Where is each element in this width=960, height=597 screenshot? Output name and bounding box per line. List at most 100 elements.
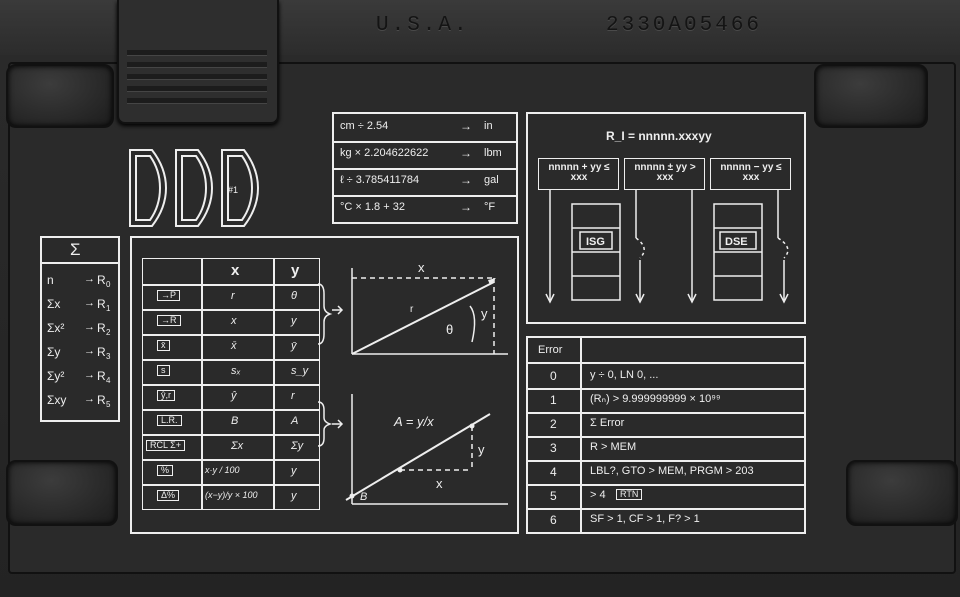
error-description: SF > 1, CF > 1, F? > 1 (590, 513, 700, 525)
error-row-divider (528, 508, 804, 510)
error-code: 3 (550, 441, 557, 455)
conv-divider (334, 168, 516, 170)
sum-row-register: R (97, 345, 106, 359)
regression-diagram: A = y/x x y B (345, 394, 508, 505)
mid-condition: nnnnn ± yy > xxx (624, 158, 705, 190)
sum-row-left: Σx (47, 297, 61, 311)
func-y-value: θ (291, 290, 297, 302)
sum-row-sub: 3 (106, 352, 111, 361)
func-y-value: y (291, 465, 297, 477)
rtn-key: RTN (616, 489, 643, 500)
sum-row-sub: 0 (106, 280, 111, 289)
func-y-value: s_y (291, 365, 309, 377)
sum-row-register: R (97, 273, 106, 287)
polar-diagram: x y r θ (351, 260, 508, 355)
regression-y-label: y (478, 442, 485, 457)
regression-arrow (332, 419, 344, 429)
regression-x-label: x (436, 476, 443, 491)
arrow-icon: → (84, 393, 95, 405)
arrow-icon: → (84, 369, 95, 381)
error-description: > 4 (590, 489, 606, 501)
dse-condition: nnnnn − yy ≤ xxx (710, 158, 791, 190)
sum-row-register: R (97, 321, 106, 335)
conversion-expr: ℓ ÷ 3.785411784 (340, 174, 420, 186)
arrow-icon: → (84, 345, 95, 357)
func-x-value: ŷ (231, 390, 237, 402)
func-row-divider (143, 484, 319, 486)
func-x-value: x̄ (231, 340, 237, 352)
card-number-label: #1 (228, 185, 238, 195)
func-row-divider (143, 334, 319, 336)
dse-key-label: DSE (725, 236, 748, 248)
isg-key-label: ISG (586, 236, 605, 248)
conversion-unit: gal (484, 174, 499, 186)
func-row-divider (143, 434, 319, 436)
isg-condition: nnnnn + yy ≤ xxx (538, 158, 619, 190)
function-key: →P (157, 290, 181, 301)
function-key: x̄ (157, 340, 170, 351)
error-description: LBL?, GTO > MEM, PRGM > 203 (590, 465, 754, 477)
sum-row-register: R (97, 393, 106, 407)
arrow-icon: → (460, 119, 472, 133)
regression-equation: A = y/x (393, 414, 434, 429)
error-row-divider (528, 412, 804, 414)
conversion-unit: in (484, 120, 493, 132)
polar-y-label: y (481, 306, 488, 321)
conversion-expr: °C × 1.8 + 32 (340, 201, 405, 213)
sum-row-left: n (47, 273, 54, 287)
arrow-icon: → (460, 146, 472, 160)
error-code: 6 (550, 513, 557, 527)
error-code: 1 (550, 393, 557, 407)
sum-row-sub: 4 (106, 376, 111, 385)
regression-b-label: B (360, 491, 367, 503)
polar-r-label: r (410, 304, 414, 315)
function-key: ŷ,r (157, 390, 175, 401)
country-mark: U.S.A. (376, 14, 470, 37)
func-y-value: ȳ (291, 340, 297, 352)
polar-theta-label: θ (446, 322, 453, 337)
rubber-foot-top-left (6, 64, 114, 128)
error-header: Error (538, 344, 563, 356)
func-header-y: y (291, 262, 300, 279)
conversion-unit: lbm (484, 147, 502, 159)
error-row-divider (528, 436, 804, 438)
sum-row-sub: 5 (106, 400, 111, 409)
func-row-divider (143, 384, 319, 386)
func-x-value: Σx (231, 440, 244, 452)
func-x-value: (x−y)/y × 100 (205, 490, 258, 500)
func-y-value: y (291, 315, 297, 327)
error-code: 4 (550, 465, 557, 479)
function-key: →R (157, 315, 181, 326)
diagrams-area: x y r θ A = y/x x y B (318, 260, 508, 505)
conv-divider (334, 141, 516, 143)
sum-row-sub: 2 (106, 328, 111, 337)
function-key: % (157, 465, 174, 476)
battery-door-latch[interactable] (117, 0, 279, 124)
function-key: RCL Σ+ (146, 440, 185, 451)
serial-number: 2330A05466 (606, 14, 763, 37)
sum-row-left: Σy² (47, 369, 65, 383)
summation-title: Σ (70, 240, 81, 259)
func-x-value: sₓ (231, 365, 241, 377)
error-description: Σ Error (590, 417, 625, 429)
index-register-format: R_I = nnnnn.xxxyy (606, 129, 712, 143)
func-x-value: B (231, 415, 239, 427)
func-y-value: y (291, 490, 297, 502)
polar-bracket (318, 283, 333, 345)
arrow-icon: → (84, 273, 95, 285)
rubber-foot-bottom-right (846, 460, 958, 526)
sum-row-left: Σx² (47, 321, 65, 335)
error-description: R > MEM (590, 441, 637, 453)
arrow-icon: → (460, 200, 472, 214)
conversion-expr: kg × 2.204622622 (340, 147, 429, 159)
func-row-divider (143, 409, 319, 411)
error-row-divider (528, 388, 804, 390)
